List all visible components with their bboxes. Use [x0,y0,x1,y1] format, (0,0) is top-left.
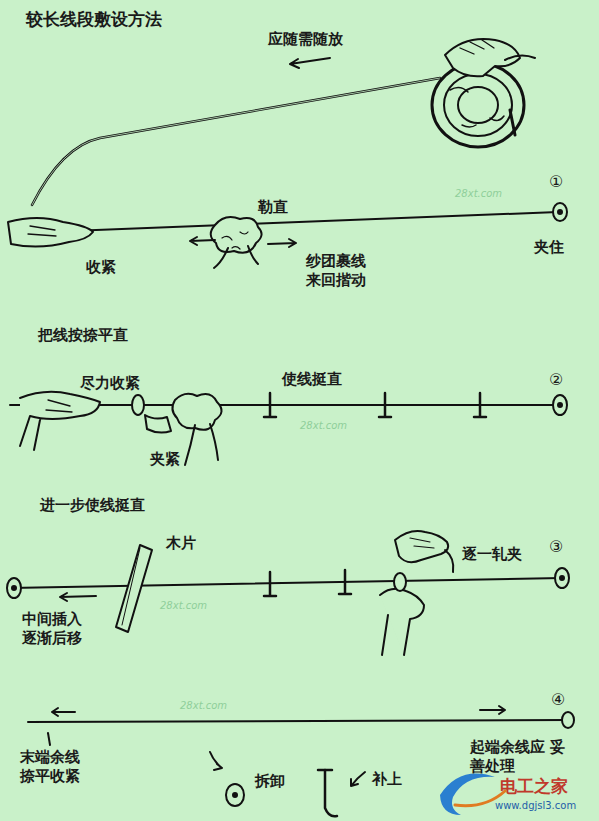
sleeve [505,55,535,60]
wire-clip [553,395,567,415]
note: 收紧 [86,258,116,277]
wire [32,78,440,205]
callout-number: ④ [551,690,565,710]
wire-clip [226,784,244,806]
wire-clip [339,570,351,594]
wire-clip [474,393,486,417]
arrow [60,593,96,601]
arrow [290,58,330,68]
note: 逐一轧夹 [462,545,522,564]
note: 夹紧 [150,450,180,469]
note: 使线挺直 [282,370,342,389]
wire [10,578,562,588]
hand [172,394,221,430]
wire-clip-nail [12,586,16,590]
wire-clip [264,572,276,596]
leader [48,733,50,745]
yarn-texture [222,232,248,249]
note: 中间插入 逐渐后移 [22,610,96,648]
part-label: 木片 [166,534,196,553]
note: 应随需随放 [268,30,343,49]
arrow [52,708,75,716]
hand-fingers [46,400,72,412]
wire-clip-nail [560,576,564,580]
wood-grain [122,548,140,625]
wire-clip [7,578,21,598]
wire [28,720,568,722]
wire-clip-nail [233,793,237,797]
callout-number: ① [549,172,563,192]
note: 纱团裹线 来回揩动 [306,252,380,290]
title: 较长线段敷设方法 [26,8,162,31]
hand [20,392,100,450]
arrow [351,772,365,786]
hand [8,218,93,247]
note: 拆卸 [255,772,285,791]
wire-highlight [32,78,440,205]
arrow [268,239,296,247]
wire-clip [379,393,391,417]
wire-clip [562,712,574,728]
note: 勒直 [258,198,288,217]
watermark: 电工之家 [500,776,568,797]
hand [395,531,448,562]
wire-clip-nail [558,403,562,407]
note: 末端余线 捺平收紧 [20,748,94,786]
wire-coil [444,74,512,136]
hand-fingers [460,40,494,54]
hand-wrist [214,246,258,268]
wire-clip [555,568,569,588]
section-heading: 进一步使线挺直 [40,496,145,515]
arrow [190,237,215,245]
watermark: www.dgjsl3.com [495,800,576,813]
hand-fingers [410,538,434,548]
wire-clip [553,203,567,221]
wire-clip [325,770,337,816]
note: 夹住 [534,238,564,257]
watermark: 28xt.com [455,188,502,201]
wire-coil [458,87,498,123]
wire-clip [264,393,276,417]
note: 起端余线应 妥善处理 [470,738,570,776]
wire-clip [394,573,406,591]
coil-shading [450,87,504,127]
note: 补上 [372,770,402,789]
coil-axle [510,110,515,135]
arrow [480,706,505,714]
section-heading: 把线按捺平直 [38,326,128,345]
watermark: 28xt.com [180,700,227,713]
note: 尽力收紧 [80,374,140,393]
hand [380,589,424,655]
wire-clip [318,769,332,772]
callout-number: ② [549,370,563,390]
watermark: 28xt.com [300,420,347,433]
arrow [210,752,222,770]
callout-number: ③ [549,537,563,557]
yarn-ball [211,217,262,253]
hand-wrist [185,424,218,465]
wire-clip [132,395,144,415]
wire-clip [145,415,171,433]
wire-clip-nail [558,210,562,214]
hand-fingers [28,226,56,236]
watermark: 28xt.com [160,600,207,613]
logo-swirl [440,774,495,815]
hand-wrist [445,550,453,572]
wood-piece [116,545,152,632]
wire [45,212,558,232]
